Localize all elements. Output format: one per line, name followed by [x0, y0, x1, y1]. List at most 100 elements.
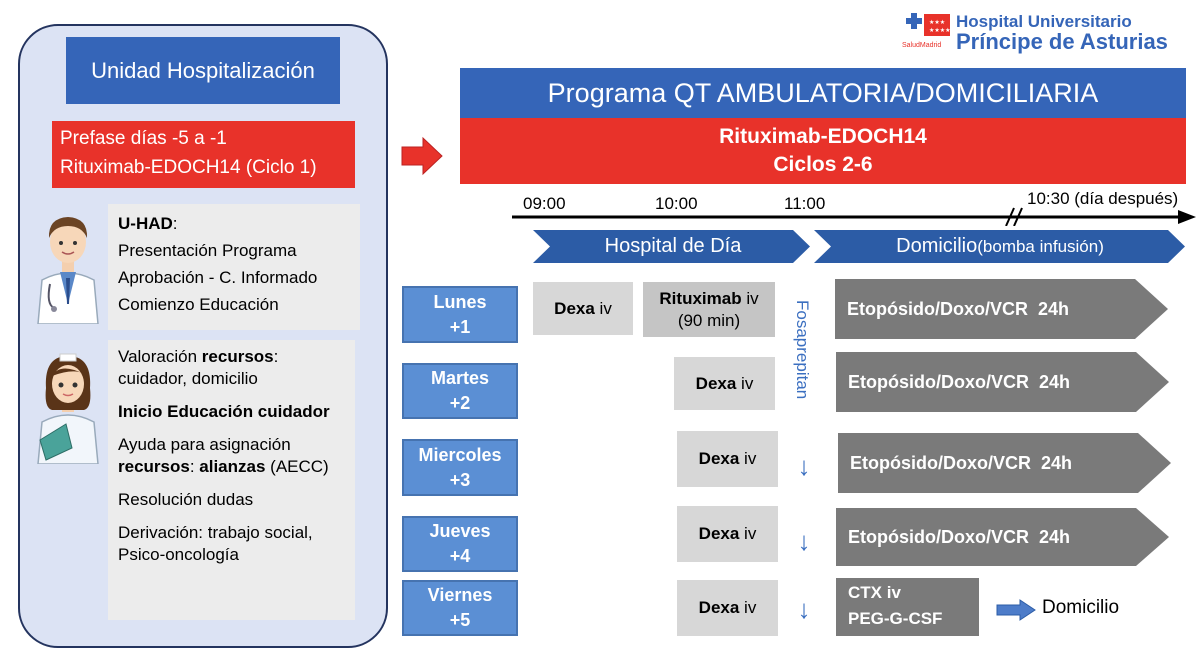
nurse-avatar-icon: [37, 353, 99, 464]
phase-home-label: Domicilio (bomba infusión): [830, 230, 1170, 263]
logo-line2: Príncipe de Asturias: [956, 29, 1168, 54]
day-wednesday: Miercoles +3: [402, 439, 518, 496]
phase-hospital-chevron: [533, 230, 810, 263]
etoposido-label: Etopósido/Doxo/VCR 24h: [850, 452, 1073, 473]
text-bold: alianzas: [199, 457, 266, 476]
dexa-drug: Dexa: [554, 298, 595, 318]
ctx-line2: PEG-G-CSF: [848, 609, 943, 628]
text: (AECC): [265, 457, 329, 476]
rituximab-duration: (90 min): [677, 310, 741, 330]
time-label: 11:00: [784, 194, 826, 213]
fosaprepitan-label: Fosaprepitan: [793, 300, 812, 400]
day-number: +4: [449, 546, 471, 566]
dexa-route: iv: [739, 449, 757, 468]
down-arrow-icon: ↓: [797, 526, 811, 556]
logo-line1: Hospital Universitario: [956, 12, 1132, 31]
nurse-card: Valoración recursos: cuidador, domicilio…: [108, 340, 355, 620]
dexa-route: iv: [739, 598, 757, 617]
uhad-title-colon: :: [172, 214, 178, 233]
dexa-box: Dexa iv: [533, 282, 633, 335]
down-arrow-icon: ↓: [797, 451, 811, 481]
rituximab-route: iv: [741, 288, 759, 308]
day-name: Lunes: [433, 291, 487, 312]
phase-home-main: Domicilio: [896, 235, 978, 257]
regimen-line1: Rituximab-EDOCH14: [719, 125, 927, 148]
etoposido-arrow-shape: [835, 279, 1168, 339]
text: :: [273, 347, 279, 366]
phase-home-chevron: [814, 230, 1185, 263]
nurse-resources: Valoración recursos: cuidador, domicilio: [118, 346, 345, 390]
text: Ayuda para asignación: [118, 435, 291, 454]
dexa-box: Dexa iv: [674, 357, 775, 410]
uhad-card: U-HAD: Presentación Programa Aprobación …: [108, 204, 360, 330]
etoposido-arrow-shape: [836, 508, 1169, 566]
dexa-drug: Dexa: [698, 449, 740, 468]
day-name: Martes: [430, 368, 490, 388]
text-bold: Inicio Educación cuidador: [118, 402, 330, 421]
uhad-item: Presentación Programa: [118, 241, 297, 260]
text-bold: recursos: [201, 347, 274, 366]
svg-text:★★★: ★★★: [929, 19, 945, 26]
day-number: +5: [449, 610, 471, 630]
uhad-item: Comienzo Educación: [118, 295, 279, 314]
right-arrow-icon: [401, 136, 443, 176]
ctx-line1: CTX iv: [848, 583, 901, 602]
uhad-item: Aprobación - C. Informado: [118, 268, 318, 287]
day-name: Jueves: [429, 521, 491, 541]
dexa-drug: Dexa: [698, 598, 740, 617]
dexa-route: iv: [736, 373, 754, 393]
dexa-drug: Dexa: [698, 524, 740, 543]
day-tuesday: Martes +2: [402, 363, 518, 419]
time-label: 10:00: [655, 194, 698, 213]
hospital-logo: ★★★ ★★★★ SaludMadrid Hospital Universita…: [902, 12, 1192, 54]
text: :: [189, 457, 200, 476]
day-number: +1: [449, 316, 471, 337]
domicilio-label: Domicilio: [1042, 597, 1120, 618]
prefase-line1: Prefase días -5 a -1: [60, 128, 227, 149]
ctx-box: CTX iv PEG-G-CSF: [836, 578, 979, 636]
phase-hospital-label: Hospital de Día: [604, 235, 742, 257]
etoposido-label: Etopósido/Doxo/VCR 24h: [848, 371, 1071, 392]
regimen-box: Rituximab-EDOCH14 Ciclos 2-6: [460, 118, 1186, 184]
day-thursday: Jueves +4: [402, 516, 518, 572]
day-name: Viernes: [427, 585, 493, 605]
domicilio-arrow-icon: [996, 599, 1036, 621]
day-name: Miercoles: [418, 444, 502, 465]
etoposido-arrow-shape: [836, 352, 1169, 412]
program-title: Programa QT AMBULATORIA/DOMICILIARIA: [460, 68, 1186, 118]
dexa-box: Dexa iv: [677, 580, 778, 636]
doctor-avatar-icon: [37, 217, 99, 324]
dexa-box: Dexa iv: [677, 431, 778, 487]
svg-text:★★★★: ★★★★: [929, 27, 951, 34]
rituximab-box: Rituximab iv (90 min): [643, 282, 775, 337]
prefase-box: Prefase días -5 a -1 Rituximab-EDOCH14 (…: [52, 121, 355, 188]
nurse-help: Ayuda para asignación recursos: alianzas…: [118, 434, 345, 478]
time-label: 10:30 (día después): [1027, 189, 1179, 208]
text: cuidador, domicilio: [118, 369, 258, 388]
nurse-doubts: Resolución dudas: [118, 490, 254, 509]
uhad-title: U-HAD: [118, 214, 173, 233]
phase-home-sub: (bomba infusión): [977, 236, 1104, 256]
dexa-drug: Dexa: [695, 373, 737, 393]
dexa-route: iv: [594, 298, 612, 318]
etoposido-arrow-shape: [838, 433, 1171, 493]
dexa-route: iv: [739, 524, 757, 543]
madrid-logo-icon: ★★★ ★★★★: [906, 13, 951, 36]
day-number: +2: [449, 393, 471, 413]
dexa-box: Dexa iv: [677, 506, 778, 562]
etoposido-label: Etopósido/Doxo/VCR 24h: [848, 526, 1071, 547]
down-arrow-icon: ↓: [797, 594, 811, 624]
rituximab-drug: Rituximab: [659, 288, 742, 308]
day-monday: Lunes +1: [402, 286, 518, 343]
prefase-line2: Rituximab-EDOCH14 (Ciclo 1): [60, 157, 317, 178]
nurse-education: Inicio Educación cuidador: [118, 401, 345, 423]
day-number: +3: [449, 469, 471, 490]
saludmadrid-badge: SaludMadrid: [902, 42, 942, 49]
text: Valoración: [118, 347, 202, 366]
text-bold: recursos: [118, 457, 190, 476]
time-label: 09:00: [523, 194, 566, 213]
regimen-line2: Ciclos 2-6: [773, 153, 873, 176]
unit-title: Unidad Hospitalización: [66, 37, 340, 104]
nurse-referral: Derivación: trabajo social, Psico-oncolo…: [118, 523, 313, 564]
timeline-axis: [512, 207, 1196, 226]
